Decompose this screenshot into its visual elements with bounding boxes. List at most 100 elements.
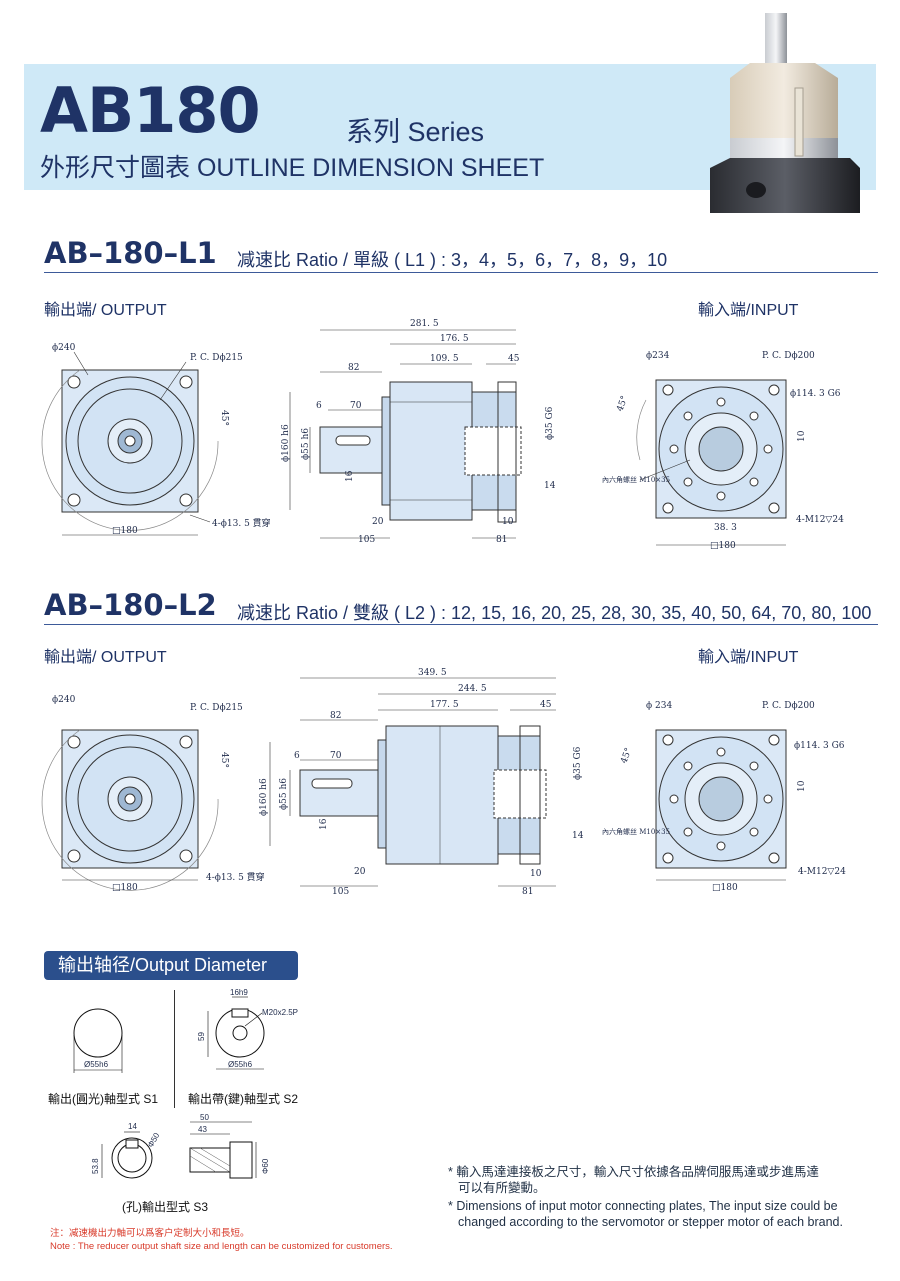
l2-side-d55: ϕ55 h6 [279,778,289,810]
note-zh-1: * 輸入馬達連接板之尺寸，輸入尺寸依據各品牌伺服馬達或步進馬達 [448,1165,819,1179]
l2-side-total: 349. 5 [418,668,447,678]
l2-side-drawing: 349. 5 244. 5 177. 5 45 82 70 6 ϕ160 h6 … [259,668,584,897]
l2-side-45: 45 [540,700,552,710]
s2-thread: M20x2.5P [262,1008,298,1017]
s2-key: 16h9 [230,988,248,997]
l1-side-drawing: 281. 5 176. 5 109. 5 45 82 70 6 ϕ160 h6 … [281,319,556,545]
l2-side-16: 16 [319,818,329,830]
l2-front-square: □180 [112,883,138,893]
s1-dim: Ø55h6 [84,1060,109,1069]
l1-side-105: 105 [358,535,375,545]
l2-front-angle: 45° [219,752,229,768]
section-l1-title: AB–180–L1 [44,236,217,270]
l1-side-14: 14 [544,481,556,491]
l1-side-d160: ϕ160 h6 [281,424,291,462]
l2-side-6: 6 [294,751,300,761]
gearbox-product-image [710,13,860,213]
l2-input-angle: 45° [619,747,634,765]
s2-height: 59 [197,1032,206,1041]
l1-input-angle: 45° [615,395,630,413]
l2-output-label: 輸出端/ OUTPUT [44,649,167,666]
note-en-2: changed according to the servomotor or s… [458,1215,843,1229]
l1-side-81: 81 [496,535,507,545]
s1-drawing: Ø55h6 [73,1008,123,1073]
section-l1-rule [44,272,878,273]
l1-input-keyh: 38. 3 [714,523,737,533]
l1-output-front-drawing: ϕ240 P. C. Dϕ215 45° 4-ϕ13. 5 貫穿 □180 [41,343,271,536]
l1-input-screw: 內六角螺丝 M10×35 [602,475,670,484]
l1-side-176: 176. 5 [440,334,469,344]
red-note-en: Note : The reducer output shaft size and… [50,1241,393,1252]
l1-front-square: □180 [112,526,138,536]
l1-front-pcd: P. C. Dϕ215 [190,353,243,363]
l1-input-label: 輸入端/INPUT [698,302,799,319]
l2-side-10: 10 [530,869,542,879]
red-note-zh: 注：减速機出力軸可以爲客户定制大小和長短。 [50,1228,250,1239]
l2-front-d240: ϕ240 [52,695,76,705]
s2-caption: 輸出帶(鍵)軸型式 S2 [188,1092,299,1106]
l2-output-front-drawing: ϕ240 P. C. Dϕ215 45° 4-ϕ13. 5 貫穿 □180 [41,695,265,893]
section-l2-ratio: 减速比 Ratio / 雙級 ( L2 ) : 12, 15, 16, 20, … [237,603,872,623]
s3-caption: (孔)輸出型式 S3 [122,1200,209,1214]
l1-side-70: 70 [350,401,362,411]
section-l2-title: AB–180–L2 [44,588,217,622]
s3-d60: Φ60 [261,1158,270,1174]
output-divider [174,990,175,1108]
l2-input-square: □180 [712,883,738,893]
l1-side-20: 20 [372,517,384,527]
l1-front-angle: 45° [219,410,229,426]
note-en-1: * Dimensions of input motor connecting p… [448,1199,838,1213]
l1-front-d240: ϕ240 [52,343,76,353]
l2-side-d35: ϕ35 G6 [573,746,583,780]
l1-side-10: 10 [502,517,514,527]
l1-input-drawing: ϕ234 P. C. Dϕ200 ϕ114. 3 G6 45° 10 內六角螺丝… [602,351,844,551]
l2-input-bore: ϕ114. 3 G6 [794,741,845,751]
l2-input-tap: 4-M12▽24 [798,867,846,877]
l1-input-bore: ϕ114. 3 G6 [790,389,841,399]
l2-front-pcd: P. C. Dϕ215 [190,703,243,713]
l2-input-key: 10 [797,780,807,792]
l2-side-20: 20 [354,867,366,877]
s3-drawing: 14 53.8 Φ50 50 43 Φ60 [91,1113,270,1179]
l1-output-label: 輸出端/ OUTPUT [44,302,167,319]
s2-dim: Ø55h6 [228,1060,253,1069]
l2-side-81: 81 [522,887,533,897]
l2-input-drawing: ϕ 234 P. C. Dϕ200 ϕ114. 3 G6 45° 10 內六角螺… [602,701,846,893]
l2-input-screw: 內六角螺丝 M10×35 [602,827,670,836]
note-zh-2: 可以有所變動。 [458,1181,546,1195]
l2-side-82: 82 [330,711,341,721]
series-label: 系列 Series [346,117,485,147]
l2-front-holes: 4-ϕ13. 5 貫穿 [206,871,265,883]
s1-caption: 輸出(圓光)軸型式 S1 [48,1092,159,1106]
l1-input-d234: ϕ234 [646,351,670,361]
l1-side-d55: ϕ55 h6 [301,428,311,460]
s3-l43: 43 [198,1125,207,1134]
l2-side-d160: ϕ160 h6 [259,778,269,816]
l1-side-6: 6 [316,401,322,411]
l1-side-total: 281. 5 [410,319,439,329]
output-diameter-title: 输出轴径/Output Diameter [44,951,298,980]
l2-side-14: 14 [572,831,584,841]
s3-h: 53.8 [91,1158,100,1174]
l1-side-45: 45 [508,354,520,364]
s3-w: 14 [128,1122,137,1131]
l1-input-tap: 4-M12▽24 [796,515,844,525]
section-l2-rule [44,624,878,625]
l1-input-square: □180 [710,541,736,551]
l2-side-244: 244. 5 [458,684,487,694]
l1-side-d35: ϕ35 G6 [545,406,555,440]
l1-side-109: 109. 5 [430,354,459,364]
s3-d: Φ50 [146,1131,162,1149]
l2-input-d234: ϕ 234 [646,701,672,711]
l2-input-label: 輸入端/INPUT [698,649,799,666]
s3-l50: 50 [200,1113,209,1122]
model-title: AB180 [40,74,261,147]
l2-side-177: 177. 5 [430,700,459,710]
section-l1-ratio: 减速比 Ratio / 單級 ( L1 ) : 3，4，5，6，7，8，9，10 [237,250,668,270]
l2-side-70: 70 [330,751,342,761]
sheet-subtitle: 外形尺寸圖表 OUTLINE DIMENSION SHEET [40,154,545,182]
l1-input-key: 10 [797,430,807,442]
l2-side-105: 105 [332,887,349,897]
l2-input-pcd: P. C. Dϕ200 [762,701,815,711]
l1-front-holes: 4-ϕ13. 5 貫穿 [212,517,271,529]
